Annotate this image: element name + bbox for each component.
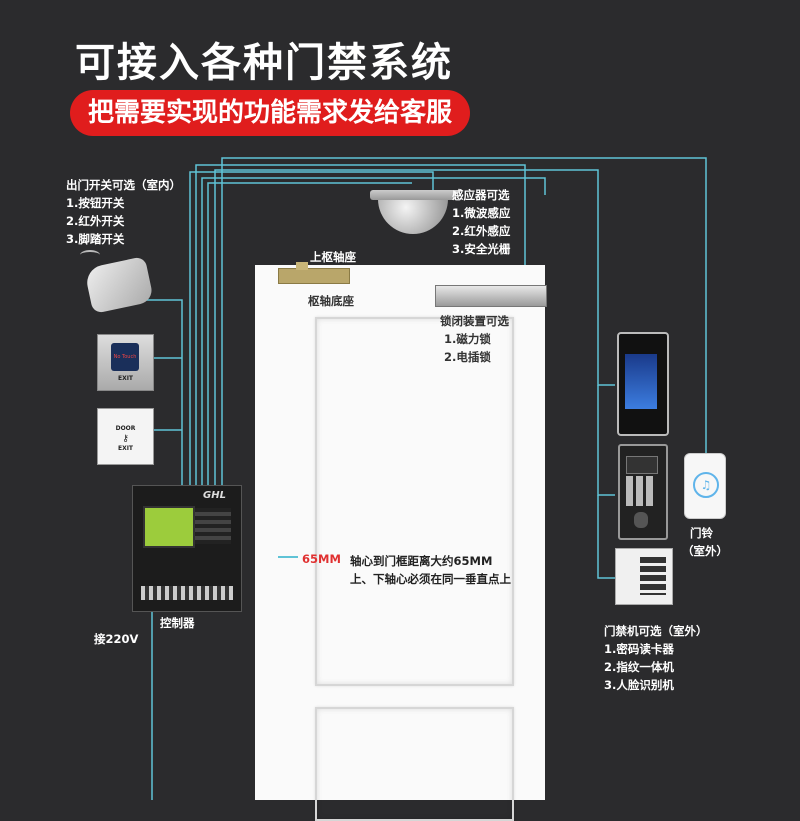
measure-value: 65MM [302, 552, 341, 566]
fingerprint-sensor [634, 512, 648, 528]
power-label: 接220V [94, 632, 139, 646]
push-exit-text: EXIT [117, 445, 134, 452]
face-screen [625, 354, 657, 409]
measure-note-2: 上、下轴心必须在同一垂直点上 [350, 572, 511, 586]
measure-arrow [278, 556, 298, 558]
door-panel-top [315, 317, 514, 686]
door-panel-bottom [315, 707, 514, 821]
controller-brand: GHL [203, 490, 226, 501]
lock-wire-b [201, 177, 546, 485]
access-label: 门禁机可选（室外） 1.密码读卡器 2.指纹一体机 3.人脸识别机 [604, 622, 708, 694]
access-item-1: 1.密码读卡器 [604, 642, 674, 656]
lock-item-2: 2.电插锁 [444, 350, 491, 364]
access-item-2: 2.指纹一体机 [604, 660, 674, 674]
controller-box: GHL [132, 485, 242, 612]
bell-icon: ♫ [693, 472, 719, 498]
top-pivot-label: 上枢轴座 [310, 250, 356, 264]
key-icon: ⚷ [122, 434, 129, 444]
exit-switch-item-1: 1.按钮开关 [66, 196, 125, 210]
doorbell-label-1: 门铃 [690, 526, 713, 540]
page-title: 可接入各种门禁系统 [75, 40, 453, 86]
controller-label: 控制器 [160, 616, 195, 630]
exit-switch-item-3: 3.脚踏开关 [66, 232, 125, 246]
controller-buttons [195, 508, 231, 544]
fingerprint-wire [597, 385, 615, 496]
keypad-wire [597, 495, 615, 579]
fingerprint-device [618, 444, 668, 540]
doorbell-label-2: （室外） [682, 544, 728, 558]
push-exit-button: DOOR ⚷ EXIT [97, 408, 154, 465]
fingerprint-keypad [626, 476, 656, 506]
sensor-item-3: 3.安全光栅 [452, 242, 511, 256]
doorbell-device: ♫ [684, 453, 726, 519]
pivot-base-label: 枢轴底座 [308, 294, 354, 308]
sensor-label: 感应器可选 1.微波感应 2.红外感应 3.安全光栅 [452, 186, 510, 258]
sensor-wire [189, 171, 434, 485]
door [255, 265, 545, 821]
ir-exit-button: No Touch EXIT [97, 334, 154, 391]
sensor-heading: 感应器可选 [452, 188, 510, 202]
access-heading: 门禁机可选（室外） [604, 624, 708, 638]
exit-switch-heading: 出门开关可选（室内） [66, 178, 181, 192]
sensor-wire-b [207, 182, 412, 485]
exit-wire-1 [138, 299, 183, 485]
measure-note-1: 轴心到门框距离大约65MM [350, 554, 493, 568]
doorbell-wire [221, 157, 707, 485]
ir-exit-text: EXIT [117, 375, 134, 382]
lock-wire-a [195, 164, 526, 485]
face-wire [214, 169, 615, 485]
ir-sensor-window: No Touch [111, 343, 139, 371]
access-item-3: 3.人脸识别机 [604, 678, 674, 692]
push-door-text: DOOR [115, 425, 136, 432]
exit-switch-label: 出门开关可选（室内） 1.按钮开关 2.红外开关 3.脚踏开关 [66, 176, 181, 248]
lock-item-1: 1.磁力锁 [444, 332, 491, 346]
controller-terminals [141, 586, 233, 600]
pivot-pin [296, 262, 308, 270]
controller-lcd [143, 506, 195, 548]
sensor-item-2: 2.红外感应 [452, 224, 511, 238]
fingerprint-screen [626, 456, 658, 474]
banner: 把需要实现的功能需求发给客服 [70, 90, 470, 136]
lock-heading: 锁闭装置可选 [440, 314, 509, 328]
top-pivot-hardware [278, 268, 350, 284]
keypad-keys [640, 557, 666, 595]
sensor-item-1: 1.微波感应 [452, 206, 511, 220]
foot-switch-cable [80, 250, 100, 260]
magnetic-lock [435, 285, 547, 307]
face-recognition-device [617, 332, 669, 436]
lock-label: 锁闭装置可选 1.磁力锁 2.电插锁 [440, 312, 509, 366]
sensor-mount [370, 190, 456, 200]
keypad-device [615, 548, 673, 605]
exit-switch-item-2: 2.红外开关 [66, 214, 125, 228]
